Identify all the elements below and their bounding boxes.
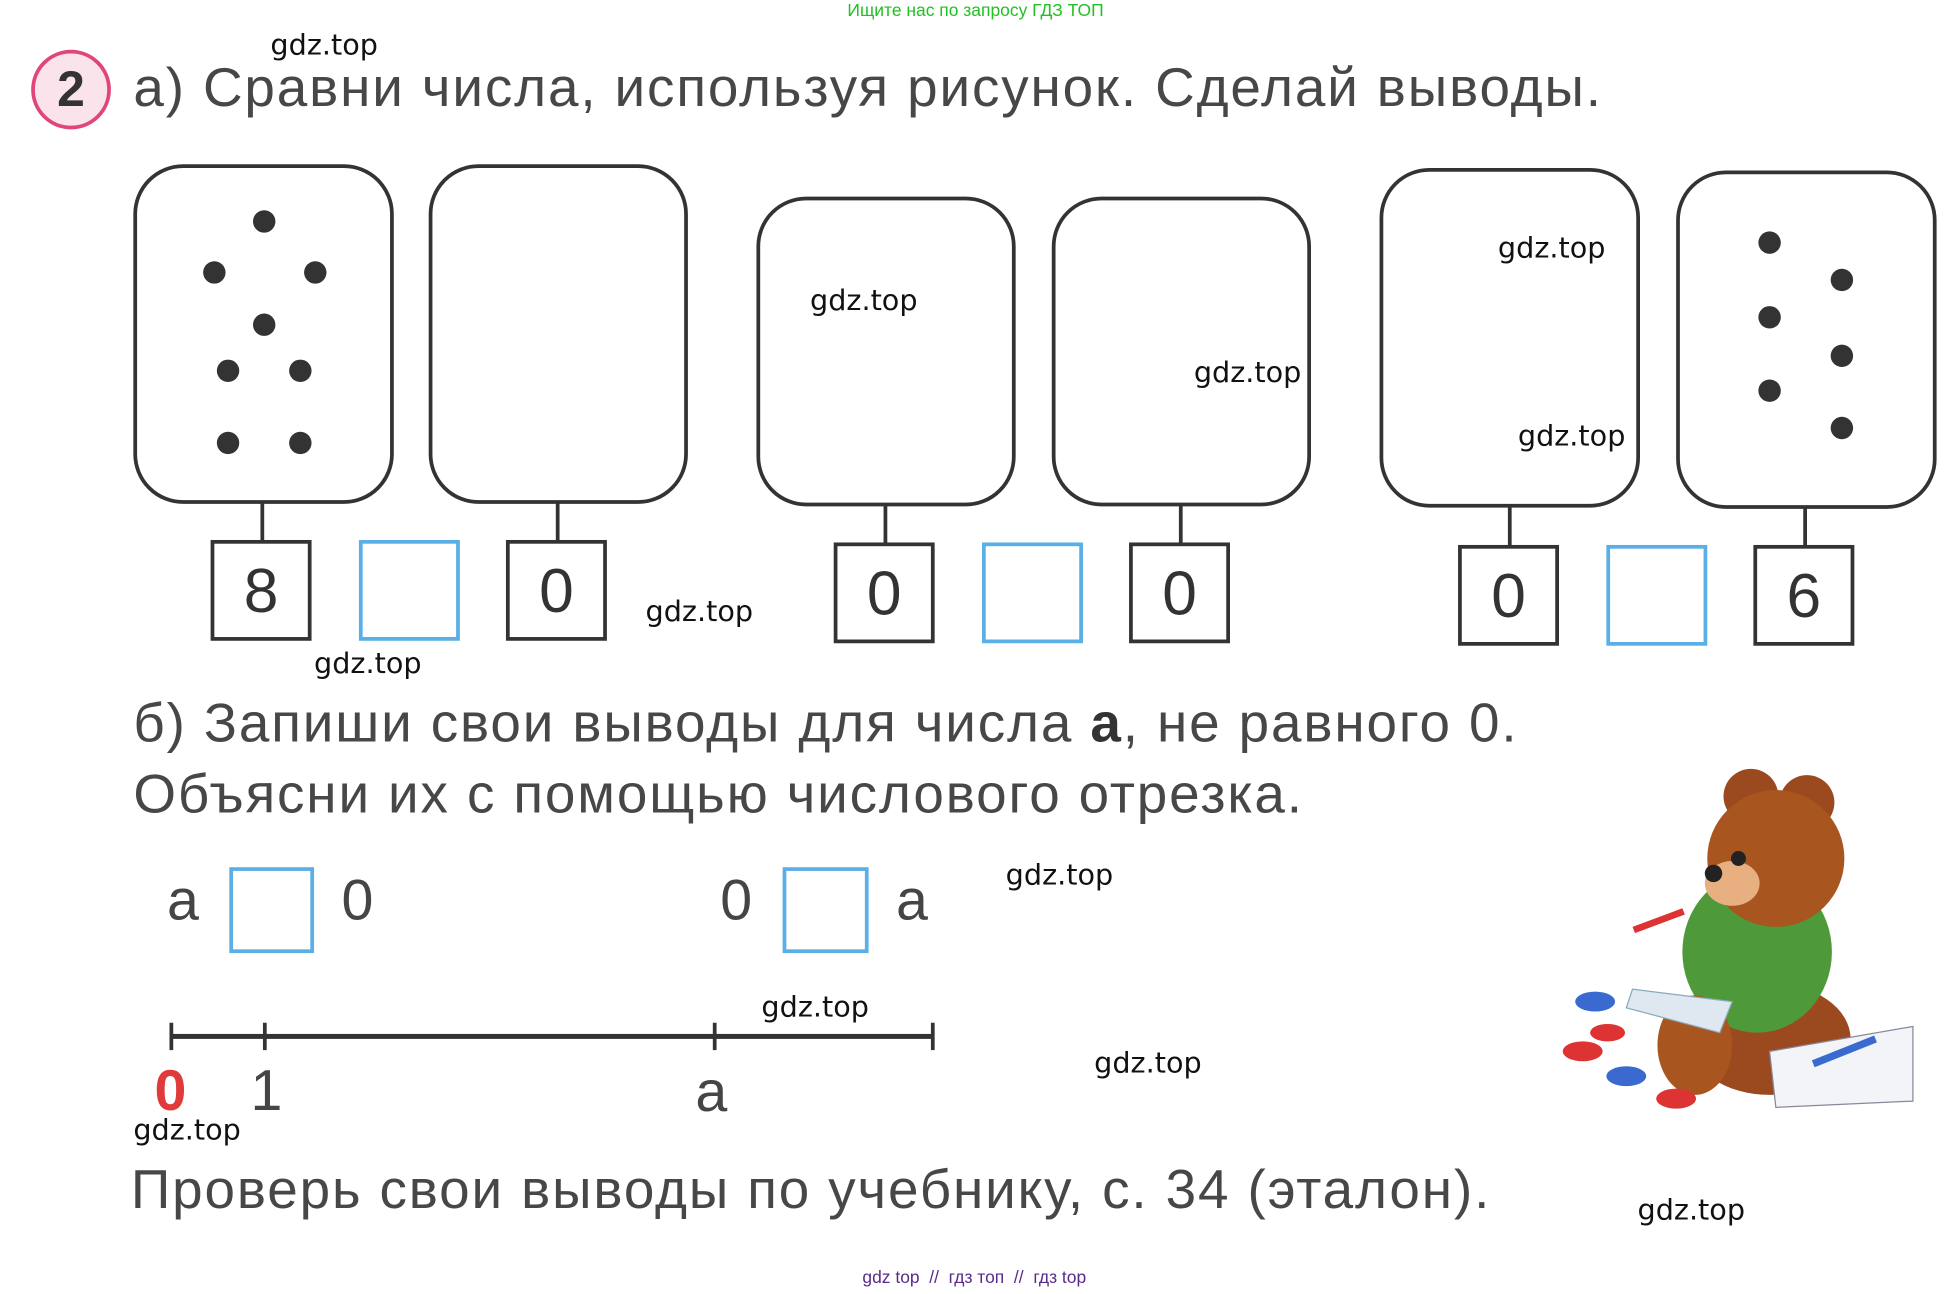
- watermark: gdz.top: [133, 1114, 241, 1148]
- dot: [1830, 416, 1854, 440]
- dot: [203, 261, 226, 284]
- answer-box[interactable]: [982, 542, 1083, 644]
- part-b-line-1: б) Запиши свои выводы для числа а, не ра…: [133, 693, 1518, 755]
- task-number-badge: 2: [31, 49, 111, 130]
- answer-box[interactable]: [358, 539, 460, 641]
- answer-box[interactable]: [1606, 544, 1708, 646]
- part-b-text: б) Запиши свои выводы для числа: [133, 693, 1091, 754]
- dot: [252, 313, 276, 336]
- dot: [216, 359, 240, 382]
- check-note: Проверь свои выводы по учебнику, с. 34 (…: [130, 1159, 1492, 1221]
- number-line-a: а: [695, 1058, 728, 1124]
- tick: [169, 1022, 174, 1051]
- tick: [262, 1022, 267, 1051]
- part-a-heading: а) Сравни числа, используя рисунок. Сдел…: [133, 57, 1603, 119]
- watermark: gdz.top: [1094, 1047, 1202, 1080]
- picture-box-5: [1379, 167, 1640, 508]
- part-b-line-2: Объясни их с помощью числового отрезка.: [133, 763, 1304, 825]
- dot: [289, 359, 312, 382]
- compare-left: а: [166, 867, 199, 932]
- connector: [1178, 505, 1183, 545]
- watermark: gdz.top: [645, 595, 754, 629]
- watermark: gdz.top: [1005, 859, 1114, 893]
- connector: [260, 502, 265, 543]
- number-box: 8: [210, 539, 312, 641]
- watermark: gdz.top: [270, 29, 378, 63]
- bear-illustration: [1562, 768, 1914, 1109]
- connector: [883, 505, 888, 545]
- number-line: [170, 1033, 934, 1039]
- compare-answer-box[interactable]: [782, 867, 869, 954]
- watermark: gdz.top: [810, 284, 918, 318]
- picture-box-6: [1676, 170, 1937, 509]
- tick: [930, 1022, 935, 1051]
- picture-box-4: [1051, 196, 1312, 507]
- compare-right: а: [896, 867, 928, 932]
- dot: [304, 261, 327, 284]
- dot: [252, 210, 276, 233]
- dot: [289, 431, 312, 455]
- dot: [1830, 344, 1854, 368]
- compare-answer-box[interactable]: [229, 867, 315, 954]
- picture-box-3: [756, 196, 1016, 507]
- number-line-one: 1: [250, 1057, 283, 1123]
- dot: [216, 431, 240, 455]
- watermark: gdz.top: [1497, 232, 1606, 266]
- variable-a: а: [1090, 693, 1123, 754]
- dot: [1830, 268, 1854, 292]
- connector: [555, 502, 560, 543]
- tick: [712, 1022, 717, 1051]
- watermark: gdz.top: [1193, 357, 1302, 390]
- dot: [1758, 306, 1781, 329]
- watermark: gdz.top: [314, 648, 422, 681]
- watermark: gdz.top: [761, 991, 869, 1024]
- number-line-zero: 0: [154, 1057, 187, 1123]
- task-number: 2: [57, 62, 85, 117]
- footer-links: gdz top // гдз топ // гдз top: [862, 1266, 1087, 1287]
- number-box: 0: [1129, 542, 1230, 644]
- header-banner: Ищите нас по запросу ГДЗ ТОП: [847, 0, 1104, 20]
- connector: [1507, 506, 1512, 548]
- compare-left: 0: [720, 867, 753, 932]
- watermark: gdz.top: [1637, 1194, 1746, 1227]
- compare-right: 0: [341, 867, 374, 932]
- picture-box-2: [428, 164, 688, 504]
- dot: [1758, 379, 1781, 402]
- number-box: 6: [1753, 544, 1855, 646]
- connector: [1803, 507, 1807, 548]
- part-b-text: , не равного 0.: [1122, 693, 1519, 754]
- dot: [1758, 231, 1781, 254]
- watermark: gdz.top: [1517, 420, 1626, 453]
- number-box: 0: [505, 539, 607, 641]
- picture-box-1: [133, 164, 394, 504]
- number-box: 0: [1458, 544, 1559, 646]
- number-box: 0: [833, 542, 935, 644]
